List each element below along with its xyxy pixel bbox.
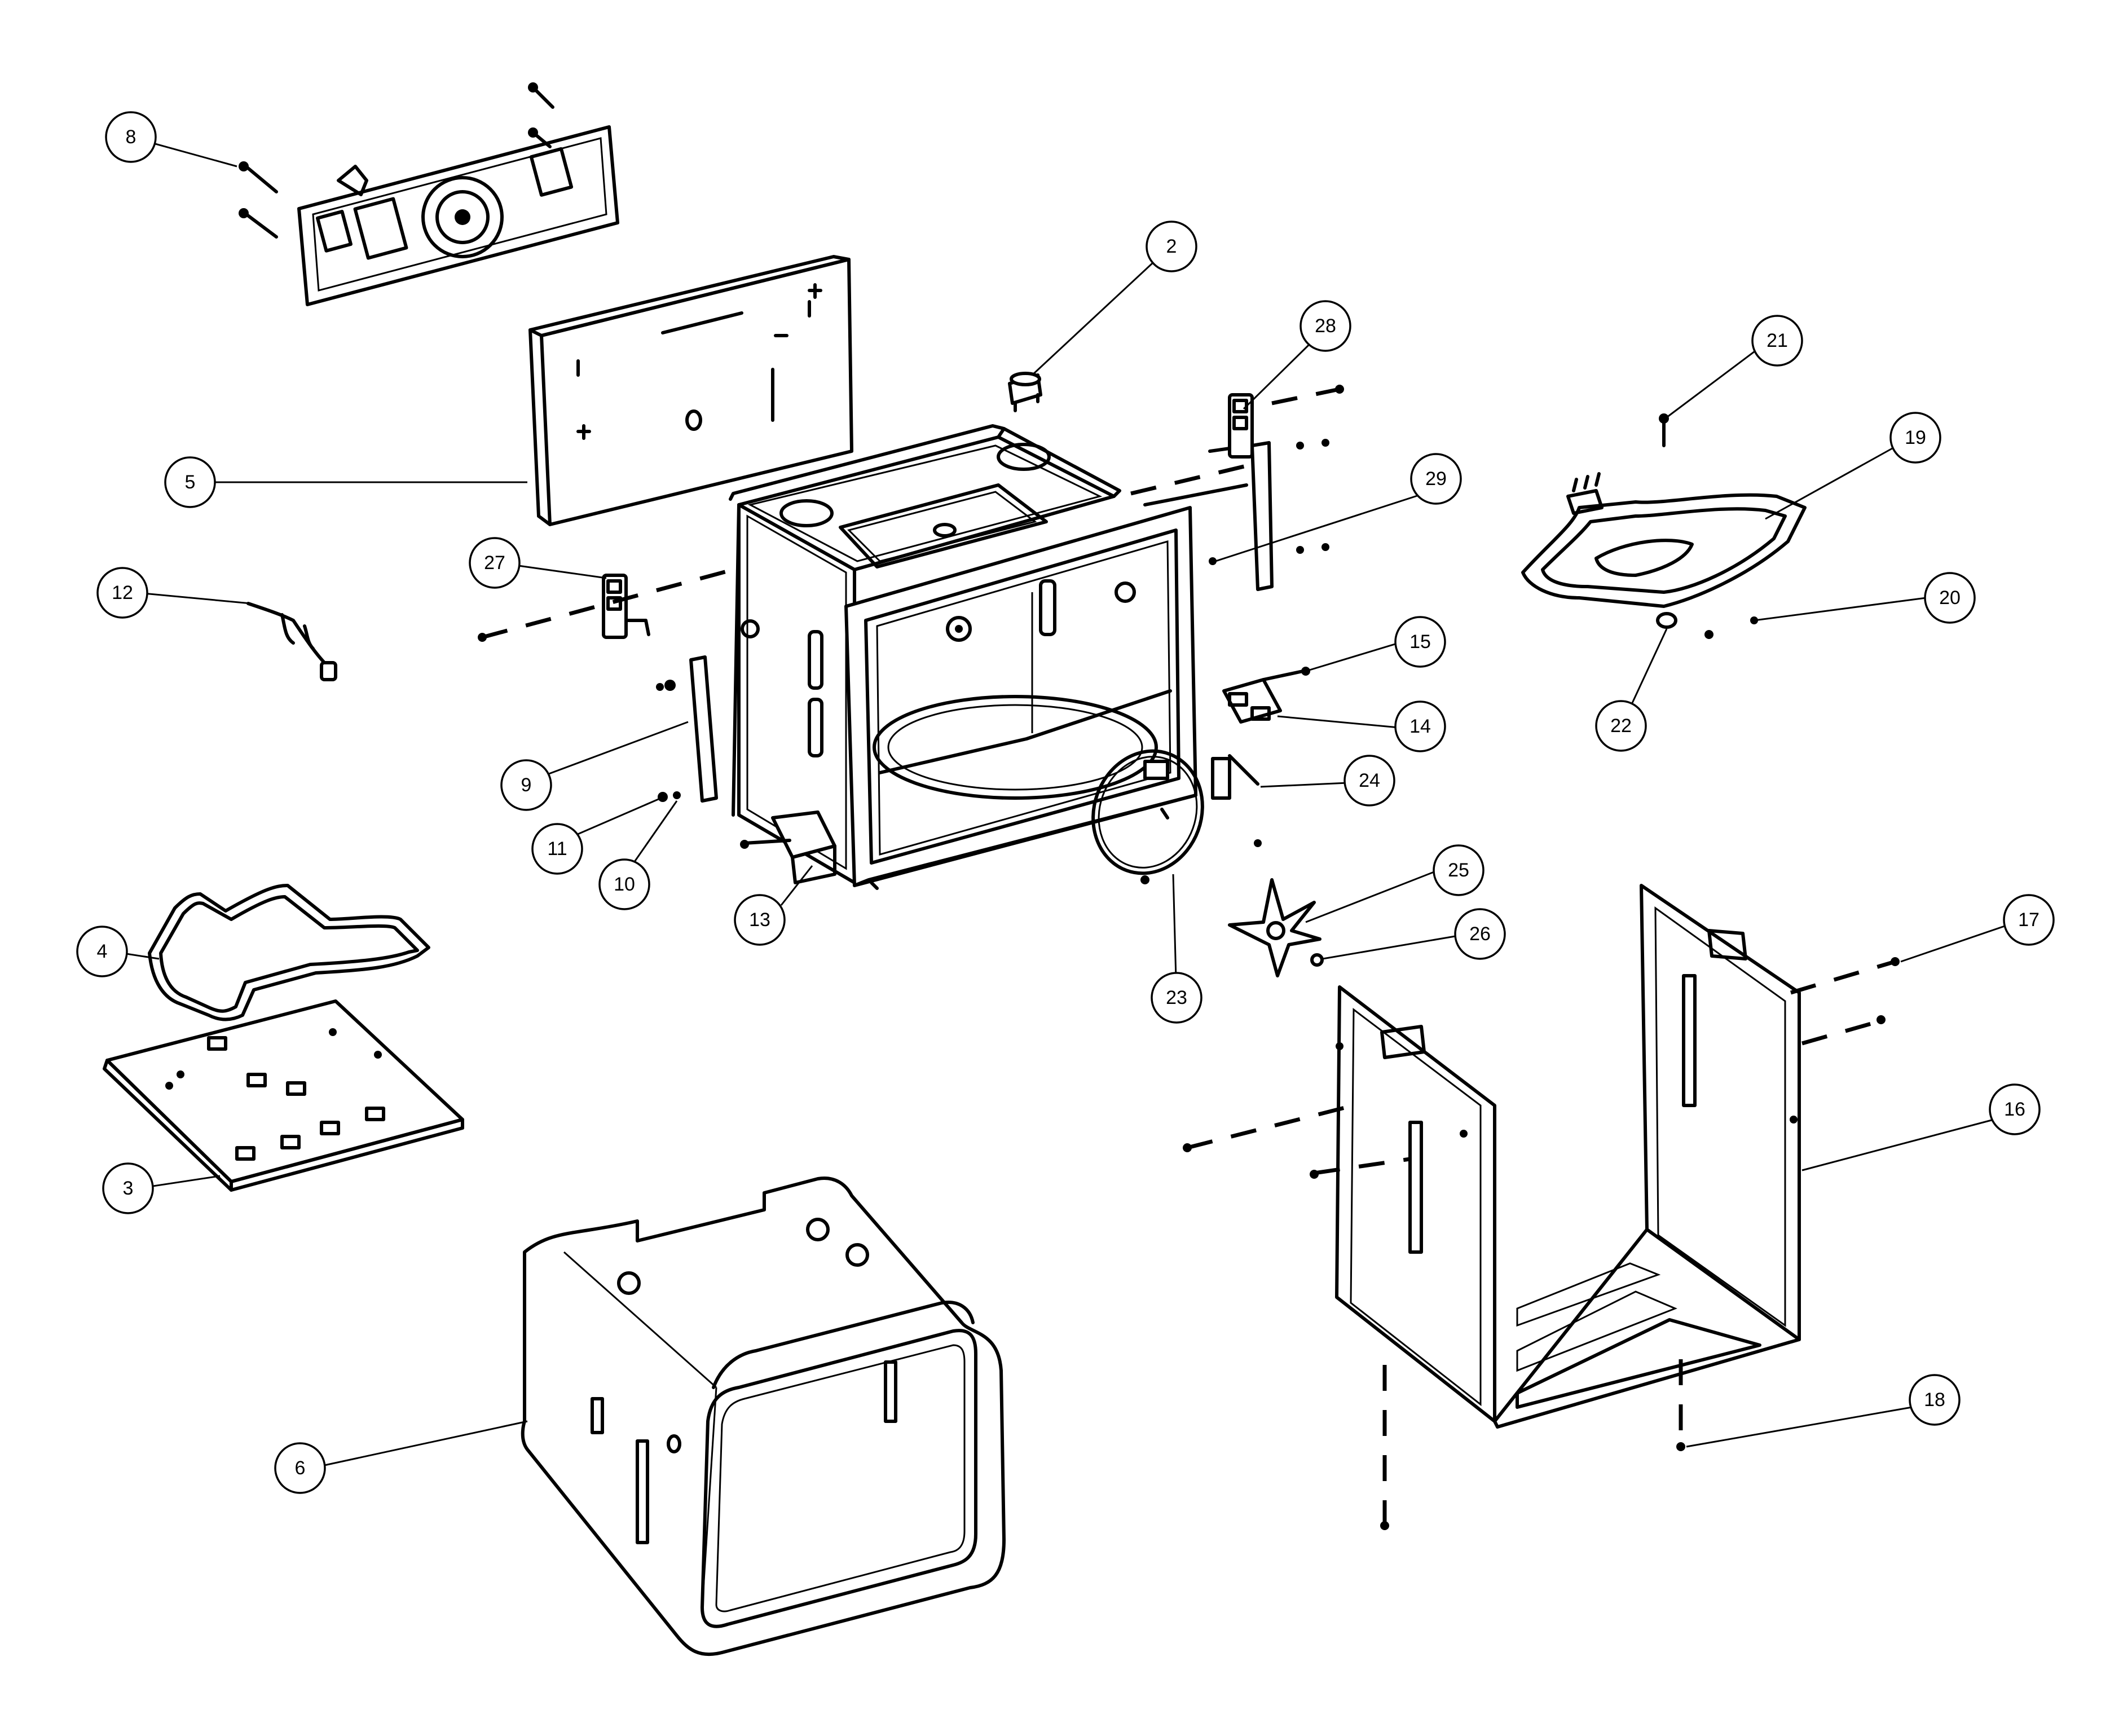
svg-text:10: 10 (614, 874, 635, 895)
svg-text:20: 20 (1939, 587, 1961, 609)
outer-wrapper (521, 1177, 1006, 1656)
callout-5: 5 (164, 456, 216, 508)
callout-24: 24 (1343, 755, 1395, 807)
callout-16: 16 (1989, 1083, 2041, 1135)
callout-12: 12 (96, 567, 148, 619)
callout-3: 3 (102, 1162, 154, 1214)
svg-text:28: 28 (1315, 315, 1336, 337)
callout-11: 11 (531, 823, 583, 875)
oven-cavity (729, 424, 1197, 890)
callout-8: 8 (105, 111, 157, 163)
callout-22: 22 (1595, 700, 1647, 752)
assembly-lines (478, 385, 1900, 1530)
svg-text:9: 9 (521, 774, 532, 796)
svg-text:17: 17 (2018, 909, 2039, 931)
svg-text:2: 2 (1166, 236, 1177, 257)
leader-lines (122, 142, 2008, 1469)
callout-15: 15 (1394, 616, 1446, 668)
svg-text:11: 11 (547, 838, 567, 860)
wiring-harness (246, 602, 337, 681)
control-panel-bracket (239, 82, 619, 306)
svg-text:26: 26 (1469, 923, 1491, 945)
back-panel (528, 255, 853, 526)
svg-text:14: 14 (1409, 716, 1431, 737)
svg-text:3: 3 (123, 1178, 134, 1199)
callout-18: 18 (1909, 1374, 1961, 1426)
circular-element (1091, 749, 1262, 884)
callout-26: 26 (1454, 908, 1506, 960)
svg-text:6: 6 (295, 1457, 306, 1479)
callout-9: 9 (500, 759, 552, 811)
svg-text:16: 16 (2004, 1099, 2025, 1120)
callout-10: 10 (598, 858, 650, 910)
lamp-bracket (1222, 667, 1310, 724)
callout-27: 27 (469, 537, 521, 589)
bottom-plate (103, 999, 464, 1192)
bottom-heating-element (148, 884, 430, 1021)
svg-text:18: 18 (1924, 1389, 1945, 1411)
callout-28: 28 (1300, 300, 1351, 352)
callout-25: 25 (1433, 844, 1485, 896)
gasket-strip (656, 655, 718, 803)
lower-bracket (740, 810, 836, 884)
svg-text:29: 29 (1425, 468, 1447, 490)
fan-blade (1228, 878, 1324, 977)
svg-text:15: 15 (1409, 631, 1431, 653)
svg-text:22: 22 (1610, 715, 1632, 737)
callout-6: 6 (274, 1442, 326, 1494)
callout-17: 17 (2003, 894, 2055, 946)
thermostat-part (1008, 372, 1042, 412)
callout-20: 20 (1924, 572, 1976, 624)
svg-text:5: 5 (185, 472, 196, 493)
right-bracket (1143, 393, 1274, 591)
svg-text:21: 21 (1767, 330, 1788, 351)
callout-23: 23 (1151, 972, 1202, 1024)
left-bracket (602, 574, 650, 639)
callout-29: 29 (1410, 453, 1462, 505)
top-heating-element (1521, 413, 1807, 639)
callout-19: 19 (1889, 412, 1941, 464)
svg-text:12: 12 (112, 582, 133, 603)
svg-text:13: 13 (749, 909, 770, 931)
callout-14: 14 (1394, 700, 1446, 752)
svg-text:24: 24 (1359, 770, 1380, 791)
callout-21: 21 (1751, 315, 1803, 367)
svg-text:27: 27 (484, 552, 505, 574)
callout-13: 13 (734, 894, 786, 946)
svg-text:25: 25 (1448, 860, 1469, 881)
svg-text:4: 4 (97, 941, 108, 962)
svg-text:8: 8 (126, 126, 136, 148)
svg-text:23: 23 (1166, 987, 1187, 1008)
chassis-frame (1335, 884, 1801, 1429)
callout-4: 4 (76, 926, 128, 977)
callout-2: 2 (1146, 221, 1197, 272)
svg-text:19: 19 (1905, 427, 1926, 448)
